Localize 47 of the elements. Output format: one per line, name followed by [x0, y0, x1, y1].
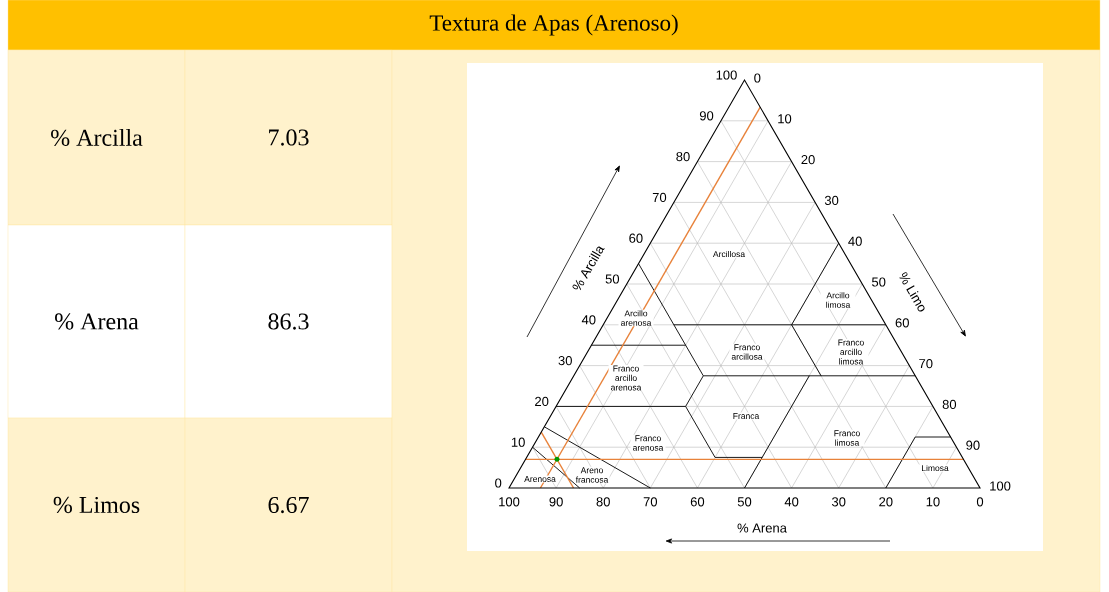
tick-label: 100 — [990, 481, 1011, 491]
tick-label: 20 — [801, 155, 815, 165]
tick-label: 10 — [511, 437, 525, 447]
header-cell: Textura de Apas (Arenoso) — [7, 0, 1101, 51]
table-cell: % Arcilla — [7, 49, 186, 226]
tick-label: 20 — [535, 396, 549, 406]
tick-label: 40 — [581, 315, 596, 325]
tick-label: 0 — [976, 497, 984, 507]
tick-label: 70 — [643, 497, 658, 507]
table-cell: 7.03 — [184, 49, 393, 226]
tick-label: 70 — [919, 359, 933, 369]
tick-label: 60 — [629, 233, 643, 243]
tick-label: 30 — [832, 497, 846, 507]
tick-label: 90 — [699, 111, 714, 121]
region-label: Arcillosa — [711, 250, 747, 258]
table-cell: % Limos — [7, 417, 186, 592]
tick-label: 60 — [895, 318, 909, 328]
table-cell: 86.3 — [184, 224, 393, 419]
region-label: Franco arcillo limosa — [833, 339, 869, 365]
tick-label: 70 — [652, 192, 667, 202]
tick-label: 90 — [966, 440, 980, 450]
tick-label: 90 — [549, 497, 563, 507]
tick-label: 40 — [784, 497, 799, 507]
tick-label: 30 — [824, 195, 839, 205]
tick-label: 30 — [558, 356, 572, 366]
axis-label: % Arena — [737, 523, 787, 533]
tick-label: 100 — [716, 70, 737, 80]
tick-label: 20 — [879, 497, 893, 507]
table-cell: 6.67 — [184, 417, 393, 592]
region-label: Limosa — [917, 464, 953, 472]
tick-label: 80 — [676, 152, 690, 162]
region-label: Franca — [728, 412, 764, 420]
tick-label: 50 — [737, 497, 752, 507]
tick-label: 0 — [754, 73, 761, 83]
tick-label: 40 — [848, 236, 862, 246]
tick-label: 60 — [690, 497, 705, 507]
tick-label: 80 — [942, 399, 957, 409]
region-label: Arenosa — [522, 475, 558, 483]
tick-label: 50 — [605, 274, 620, 284]
tick-label: 10 — [926, 497, 940, 507]
table-cell: % Arena — [7, 224, 186, 419]
tick-label: 100 — [499, 497, 520, 507]
tick-label: 10 — [778, 114, 792, 124]
tick-label: 80 — [596, 497, 610, 507]
tick-label: 50 — [872, 277, 886, 287]
region-label: Franco arcillo arenosa — [608, 365, 644, 391]
tick-label: 0 — [495, 478, 502, 488]
